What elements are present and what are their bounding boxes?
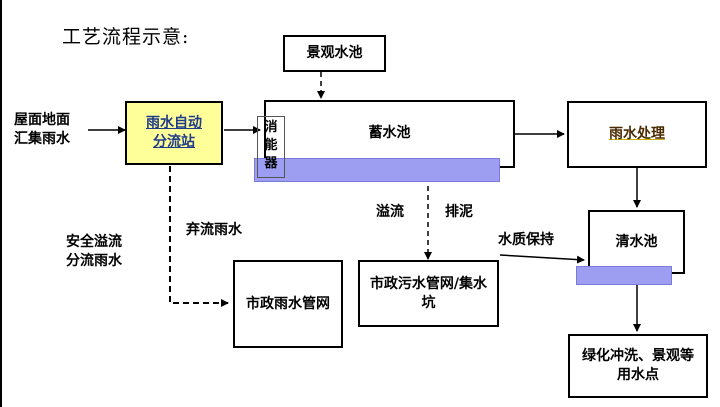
energy-dissipator-char-2: 能 xyxy=(264,138,278,153)
storage-tank-label: 蓄水池 xyxy=(368,125,411,141)
auto-diverter-label-line1[interactable]: 雨水自动 xyxy=(146,115,202,131)
safety-overflow-line1: 安全溢流 xyxy=(66,234,122,250)
landscape-pool-box: 景观水池 xyxy=(283,35,386,72)
safety-overflow-label: 安全溢流 分流雨水 xyxy=(66,233,122,271)
discarded-rain-label: 弃流雨水 xyxy=(186,222,242,238)
diagram-title: 工艺流程示意: xyxy=(62,26,190,48)
rain-treatment-box[interactable]: 雨水处理 xyxy=(567,101,707,168)
slide-left-edge xyxy=(0,0,2,407)
auto-diverter-box[interactable]: 雨水自动 分流站 xyxy=(125,101,223,165)
overflow-label: 溢流 xyxy=(376,204,404,220)
municipal-storm-box: 市政雨水管网 xyxy=(233,260,343,348)
clear-pool-water-band xyxy=(576,266,672,285)
clear-pool-box: 清水池 xyxy=(588,210,685,274)
storage-tank-box: 蓄水池 xyxy=(264,100,515,168)
landscape-pool-label: 景观水池 xyxy=(306,45,363,61)
roof-input-line2: 汇集雨水 xyxy=(14,131,70,147)
green-use-label: 绿化冲洗、景观等用水点 xyxy=(582,348,694,383)
clear-pool-label: 清水池 xyxy=(615,233,658,250)
rain-treatment-label[interactable]: 雨水处理 xyxy=(609,126,665,142)
arrow-water-quality xyxy=(499,254,585,264)
municipal-sewer-label: 市政污水管网/集水坑 xyxy=(369,275,488,311)
green-use-box: 绿化冲洗、景观等用水点 xyxy=(568,334,708,398)
roof-input-label: 屋面地面 汇集雨水 xyxy=(14,111,70,149)
energy-dissipator-char-1: 消 xyxy=(264,120,278,135)
energy-dissipator: 消 能 器 xyxy=(257,116,285,178)
municipal-sewer-box: 市政污水管网/集水坑 xyxy=(358,260,499,327)
roof-input-line1: 屋面地面 xyxy=(14,112,70,128)
auto-diverter-label-line2[interactable]: 分流站 xyxy=(153,134,195,150)
water-quality-label: 水质保持 xyxy=(498,232,554,248)
safety-overflow-line2: 分流雨水 xyxy=(66,253,122,269)
storage-water-band xyxy=(254,158,500,182)
energy-dissipator-char-3: 器 xyxy=(264,156,278,171)
drain-mud-label: 排泥 xyxy=(445,204,473,220)
arrow-diverter-to-storm xyxy=(169,166,229,307)
municipal-storm-label: 市政雨水管网 xyxy=(246,295,330,312)
